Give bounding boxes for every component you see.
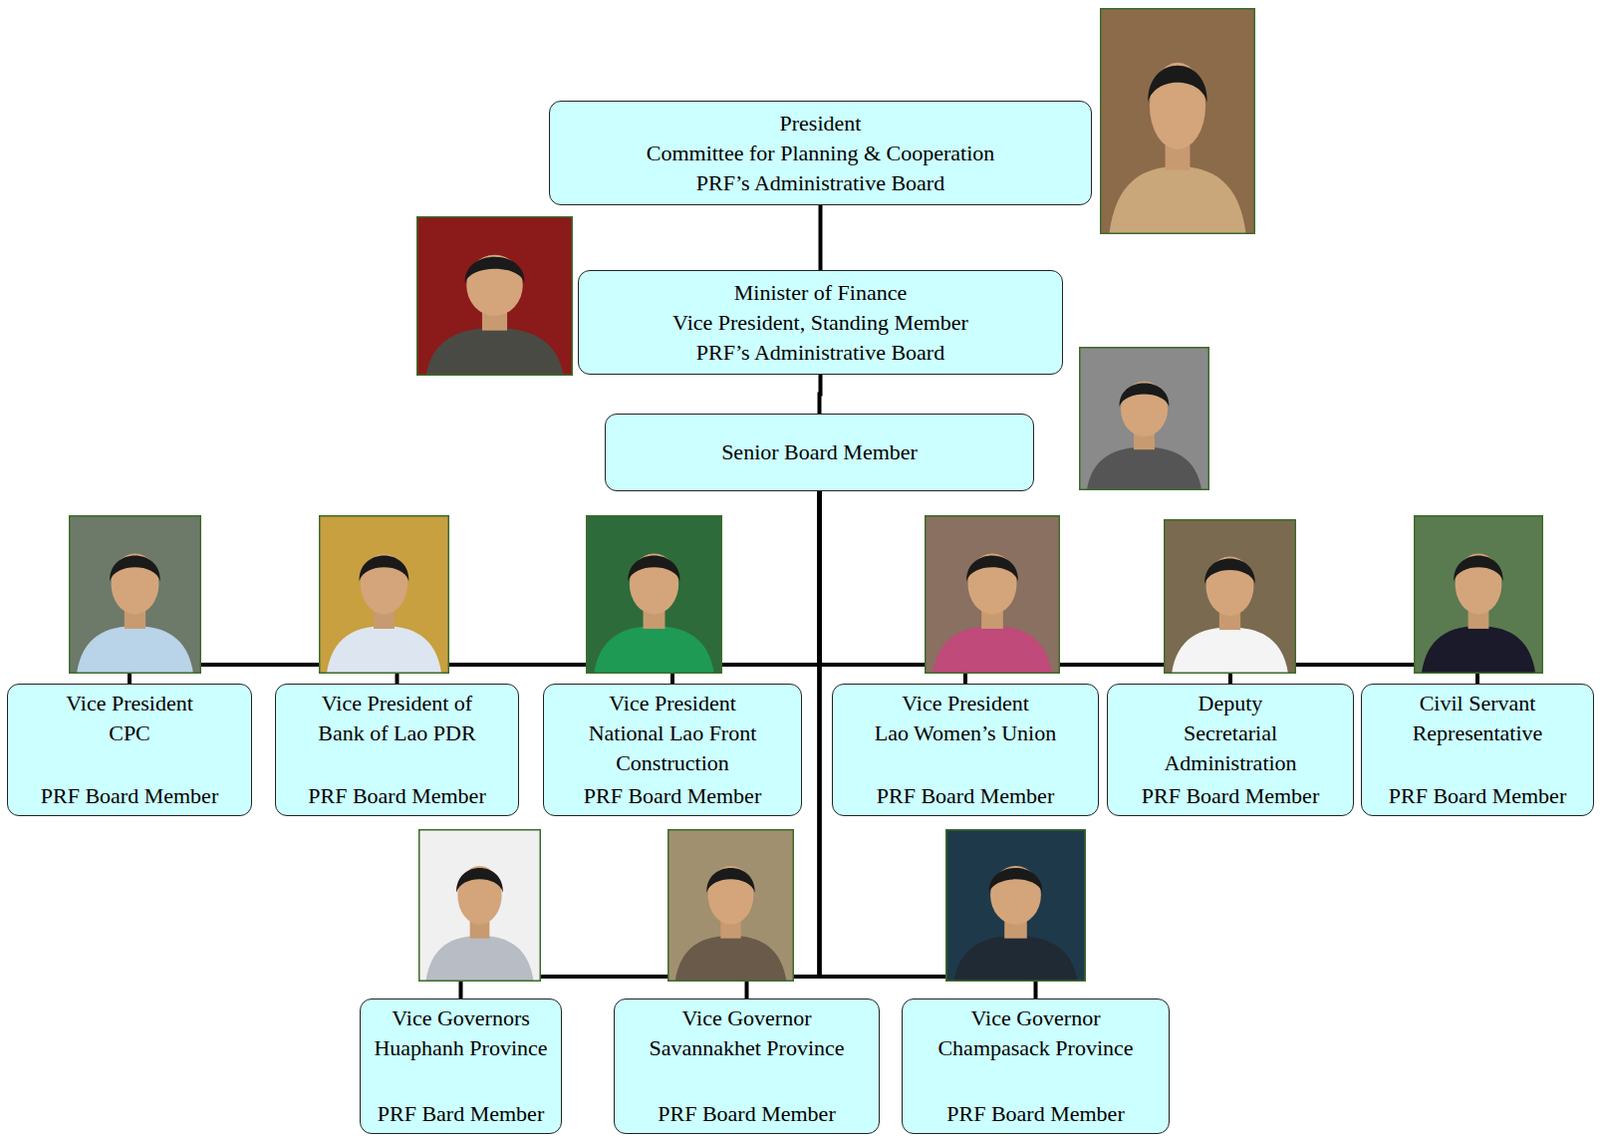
org-box: Vice GovernorChampasack ProvincePRF Boar… [901, 998, 1170, 1134]
portrait-photo [924, 515, 1061, 674]
portrait-photo [1078, 346, 1210, 491]
portrait-photo [1099, 7, 1256, 235]
portrait-photo [1163, 519, 1297, 674]
portrait-photo [418, 828, 541, 982]
box-text: Savannakhet Province [620, 1033, 873, 1064]
org-box: Vice PresidentCPC PRF Board Member [6, 683, 253, 816]
org-box: Senior Board Member [604, 413, 1035, 492]
portrait-photo [1413, 515, 1544, 674]
box-text: Vice President [838, 688, 1092, 719]
portrait-photo [667, 828, 795, 982]
box-text: Construction [549, 748, 796, 779]
box-text: Vice President [549, 688, 796, 719]
org-box: Civil ServantRepresentativePRF Board Mem… [1360, 683, 1595, 816]
box-text: Champasack Province [908, 1033, 1163, 1064]
box-text: PRF Board Member [549, 781, 796, 811]
box-text: PRF Board Member [13, 781, 246, 811]
box-text: PRF Board Member [281, 781, 513, 811]
box-text: PRF Board Member [620, 1098, 873, 1129]
org-box: Vice GovernorsHuaphanh ProvincePRF Bard … [359, 998, 562, 1134]
box-text: PRF Board Member [838, 781, 1092, 811]
box-text: Lao Women’s Union [838, 718, 1092, 749]
box-text: PRF Bard Member [366, 1098, 555, 1129]
org-box: Minister of FinanceVice President, Stand… [577, 269, 1064, 375]
tree-connector [819, 374, 821, 414]
org-box: PresidentCommittee for Planning & Cooper… [548, 100, 1092, 206]
portrait-photo [585, 515, 723, 674]
box-text: Bank of Lao PDR [281, 718, 513, 749]
box-text: PRF Board Member [908, 1098, 1163, 1129]
portrait-photo [945, 828, 1086, 982]
org-box: Vice President ofBank of Lao PDR PRF Boar… [274, 683, 520, 816]
org-box: Vice PresidentLao Women’s UnionPRF Board… [831, 683, 1099, 816]
box-text: PRF Board Member [1367, 781, 1588, 811]
tree-connector [819, 491, 1479, 684]
box-text: Civil Servant [1367, 688, 1588, 719]
box-text: Minister of Finance [584, 277, 1057, 308]
org-box: Vice PresidentNational Lao FrontConstruc… [542, 683, 802, 816]
tree-connector [397, 491, 820, 684]
box-text: Vice Governor [620, 1003, 873, 1034]
box-text: Representative [1367, 718, 1588, 749]
box-text: President [555, 108, 1085, 139]
box-text: Vice President [13, 688, 246, 719]
box-text: Huaphanh Province [366, 1033, 555, 1064]
box-text: Vice Governor [908, 1003, 1163, 1034]
box-text: Vice President of [281, 688, 513, 719]
box-text: Senior Board Member [611, 437, 1028, 468]
box-text: PRF Board Member [1113, 781, 1347, 811]
box-text: Secretarial [1113, 718, 1347, 749]
box-text: National Lao Front [549, 718, 796, 749]
box-text: Administration [1113, 748, 1347, 779]
box-text: Committee for Planning & Cooperation [555, 138, 1085, 169]
box-text: CPC [13, 718, 246, 749]
tree-connector [818, 205, 823, 270]
box-text: PRF’s Administrative Board [555, 168, 1085, 199]
portrait-photo [416, 216, 573, 376]
portrait-photo [68, 515, 202, 674]
box-text: Deputy [1113, 688, 1347, 719]
portrait-photo [318, 515, 450, 674]
org-box: DeputySecretarialAdministrationPRF Board… [1106, 683, 1354, 816]
org-box: Vice GovernorSavannakhet ProvincePRF Boa… [613, 998, 880, 1134]
box-text: Vice President, Standing Member [584, 307, 1057, 338]
box-text: PRF’s Administrative Board [584, 337, 1057, 368]
box-text: Vice Governors [366, 1003, 555, 1034]
tree-connector [129, 491, 820, 684]
